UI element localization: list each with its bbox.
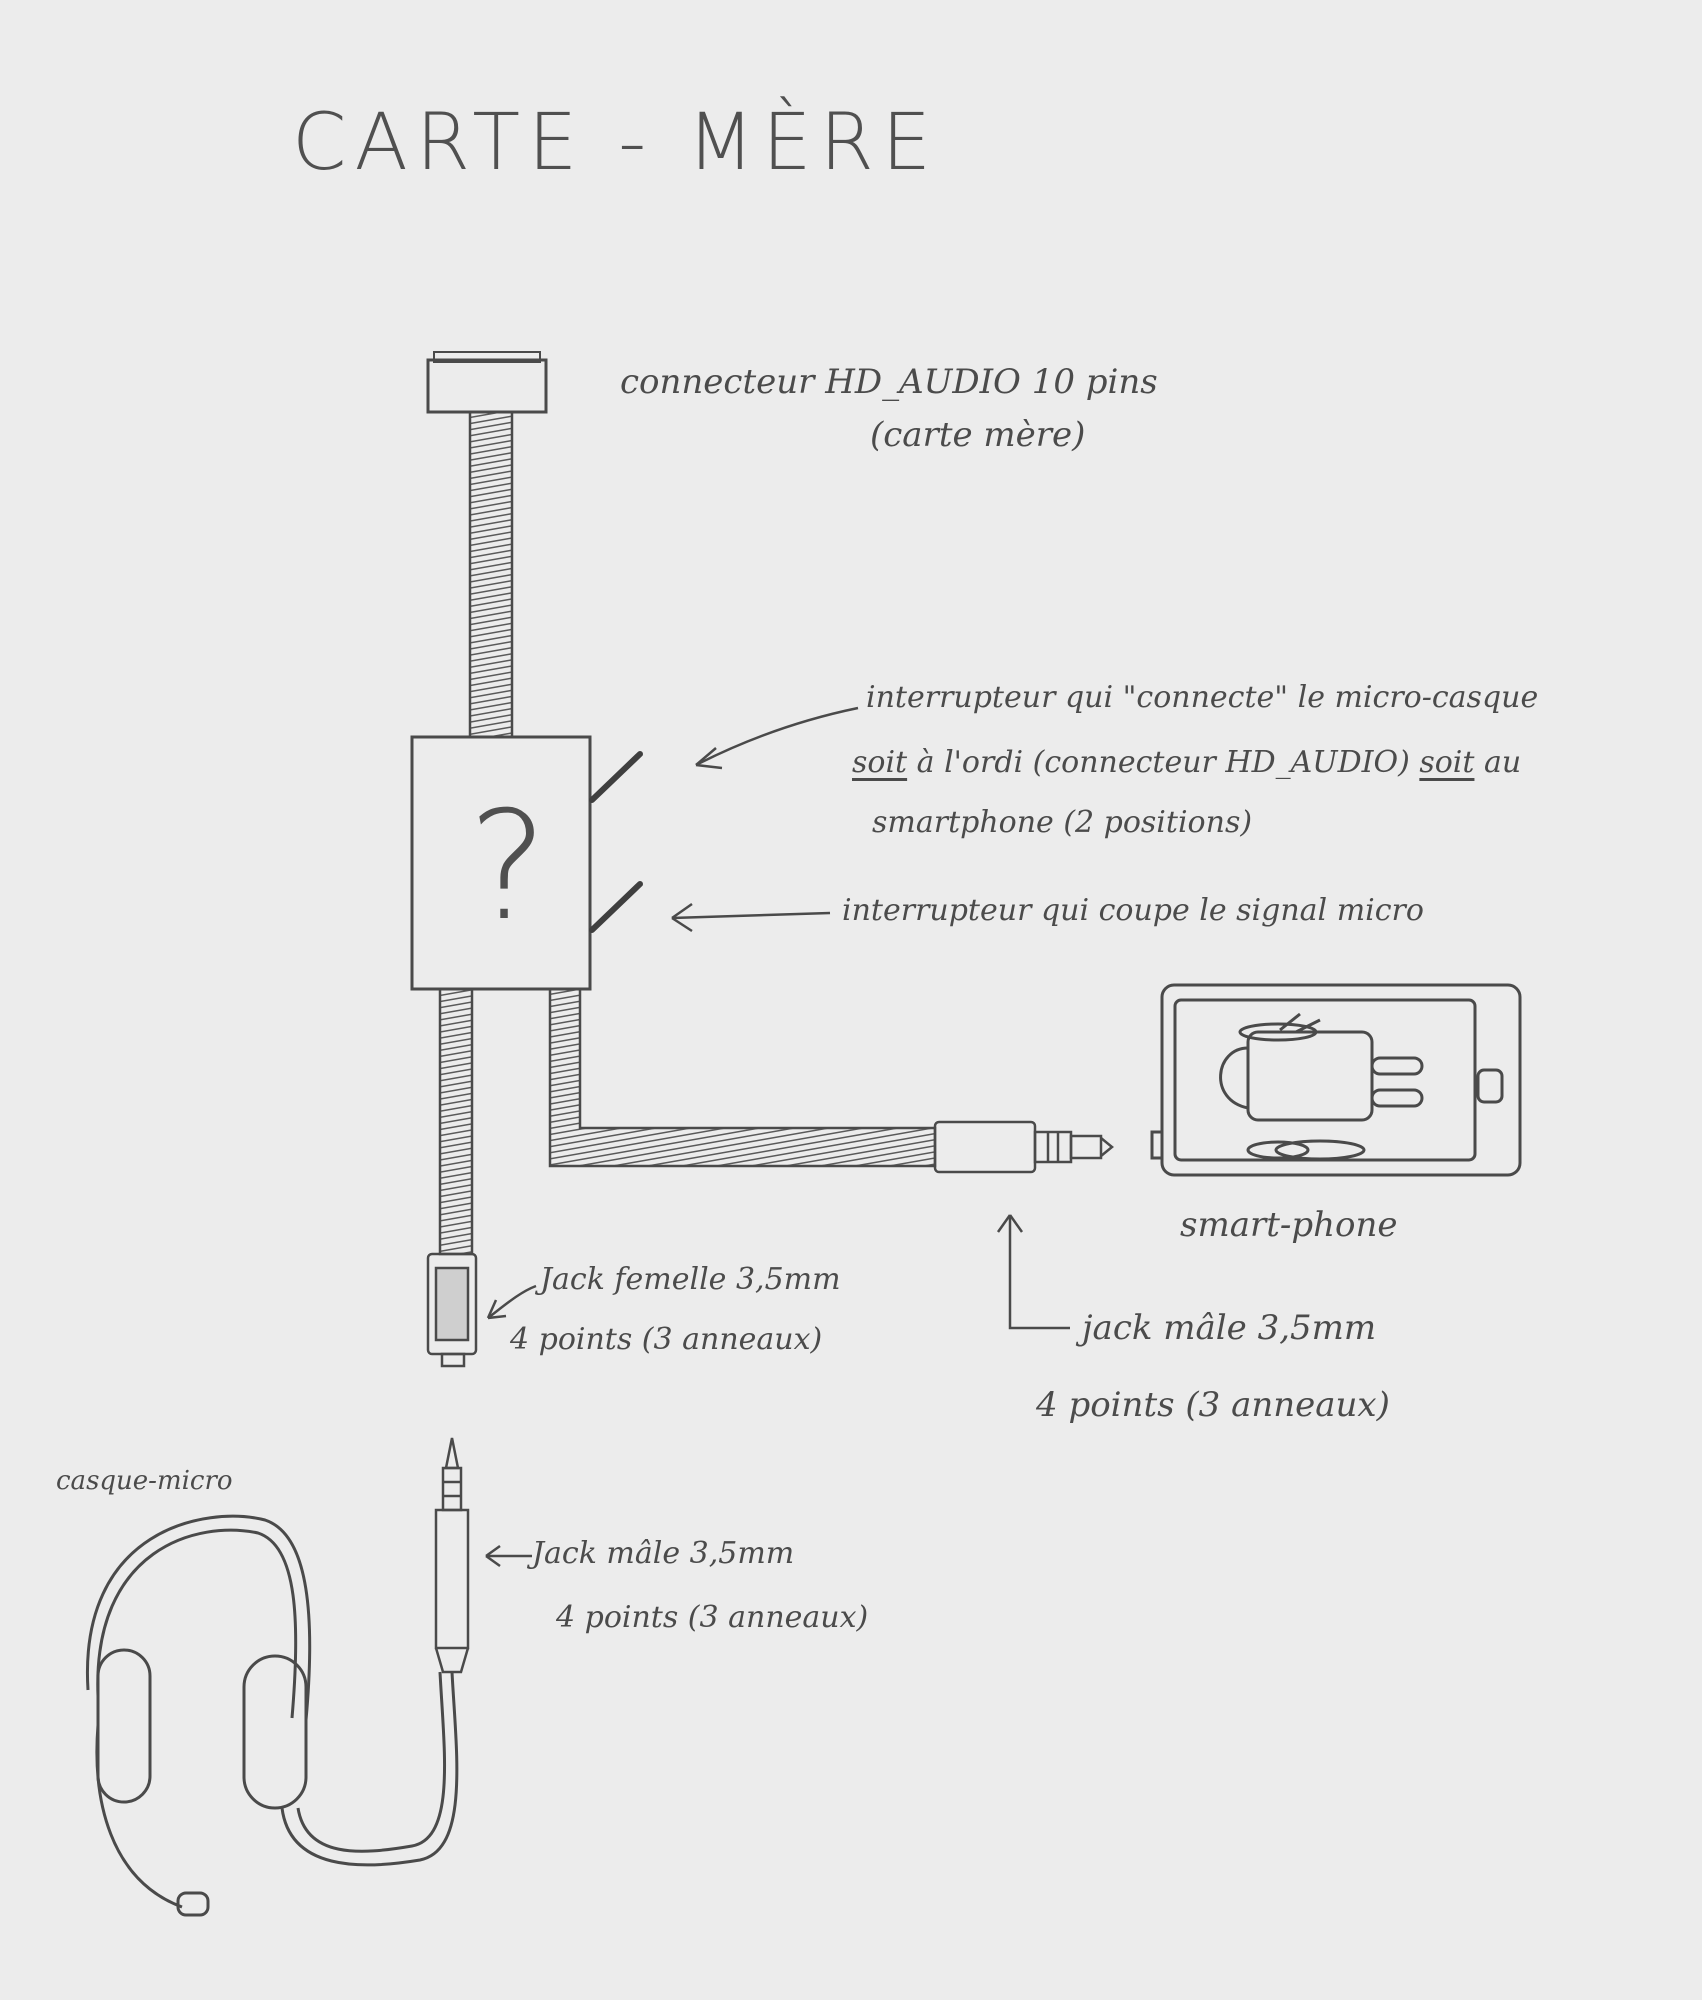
headset-jack-arrow [485,1544,532,1568]
switch-1-end: au [1484,745,1522,780]
headset-male-jack [434,1437,470,1674]
hd-audio-sublabel: (carte mère) [870,415,1086,455]
phone-cable [548,987,937,1168]
switch-1-label-line2: soit à l'ordi (connecteur HD_AUDIO) soit… [852,745,1521,780]
female-jack-label-line2: 4 points (3 anneaux) [510,1322,823,1357]
female-jack-label-line1: Jack femelle 3,5mm [540,1262,841,1297]
headset-jack-label-line2: 4 points (3 anneaux) [556,1600,869,1635]
unknown-box [410,735,592,991]
switch-1-label-line1: interrupteur qui "connecte" le micro-cas… [866,680,1539,715]
lower-cable [438,987,474,1256]
page-title: CARTE - MÈRE [292,98,940,188]
female-jack-arrow [486,1284,537,1320]
phone-male-jack [933,1120,1114,1174]
top-cable [468,410,514,739]
headset-label: casque-micro [56,1466,233,1496]
phone-jack-label-line1: jack mâle 3,5mm [1082,1308,1377,1348]
hd-audio-label: connecteur HD_AUDIO 10 pins [620,362,1158,402]
hd-audio-connector [426,351,548,414]
headset-icon [86,1514,459,1917]
switch-1-soit-b: soit [1419,745,1475,780]
switch-1-label-line3: smartphone (2 positions) [872,805,1253,840]
switch-1-mid: à l'ordi (connecteur HD_AUDIO) [916,745,1410,780]
unknown-box-mark: ? [468,780,548,954]
phone-jack-label-line2: 4 points (3 anneaux) [1036,1385,1390,1425]
switch-2-label: interrupteur qui coupe le signal micro [842,893,1424,928]
switch-2-icon [589,881,643,933]
smartphone-icon [1150,983,1522,1177]
headset-jack-label-line1: Jack mâle 3,5mm [532,1536,795,1571]
switch-2-arrow [671,902,831,933]
switch-1-soit-a: soit [852,745,908,780]
smartphone-label: smart-phone [1180,1205,1398,1245]
switch-1-arrow [695,706,859,770]
phone-jack-arrow [996,1214,1070,1330]
female-jack [426,1252,478,1368]
switch-1-icon [589,751,643,803]
